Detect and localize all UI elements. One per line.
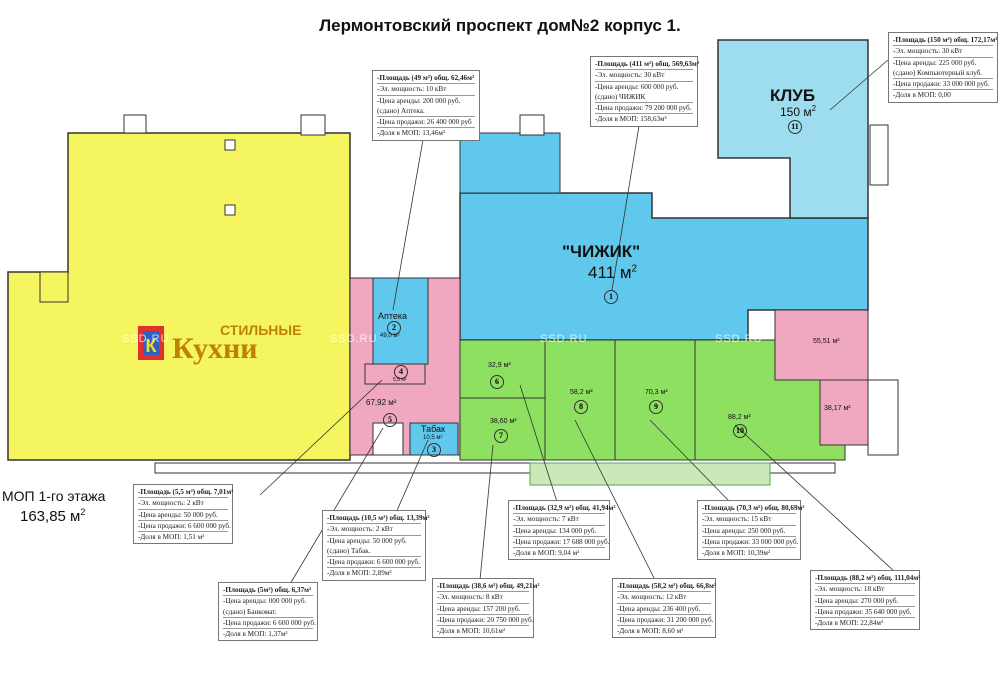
pink-area: 55,51 м² xyxy=(813,338,840,345)
watermark: SSD.RU xyxy=(715,333,763,345)
room-number-7: 7 xyxy=(494,429,508,443)
tabak-name: Табак xyxy=(421,424,445,434)
info-card-room-2: -Площадь (49 м²) общ. 62,46м² -Эл. мощно… xyxy=(372,70,480,141)
room-number-8: 8 xyxy=(574,400,588,414)
stair-chizhik xyxy=(519,114,545,136)
room-chizhik-top xyxy=(459,132,561,194)
kitchen-brand-icon: К xyxy=(138,326,164,360)
room-pink-55 xyxy=(774,309,869,381)
club-area: 150 м2 xyxy=(780,104,817,119)
side-room xyxy=(39,271,69,303)
room-number-3: 3 xyxy=(427,443,441,457)
room-number-6: 6 xyxy=(490,375,504,389)
watermark: SSD.RU xyxy=(540,333,588,345)
info-card-room-5: -Площадь (5м²) общ. 6,37м² -Цена аренды:… xyxy=(218,582,318,642)
logo-bottom-text: Кухни xyxy=(172,332,258,365)
room-number-10: 10 xyxy=(733,424,747,438)
info-card-room-8: -Площадь (58,2 м²) общ. 66,8м² -Эл. мощн… xyxy=(612,578,716,639)
watermark: SSD.RU xyxy=(330,333,378,345)
room-number-9: 9 xyxy=(649,400,663,414)
room-number-11: 11 xyxy=(788,120,802,134)
info-card-room-1: -Площадь (411 м²) общ. 569,63м² -Эл. мощ… xyxy=(590,56,699,127)
tabak-area: 10,5 м² xyxy=(423,435,443,441)
info-card-room-3: -Площадь (10,5 м²) общ. 13,39м² -Эл. мощ… xyxy=(322,510,430,581)
page-title: Лермонтовский проспект дом№2 корпус 1. xyxy=(319,16,681,35)
facade-strip xyxy=(154,462,836,474)
room-8-area: 58,2 м² xyxy=(570,389,593,396)
room-number-1: 1 xyxy=(604,290,618,304)
stair-club xyxy=(869,124,889,186)
room-7-area: 38,60 м² xyxy=(490,418,517,425)
hall-area: 67,92 м² xyxy=(366,398,397,407)
room-pink-38 xyxy=(819,379,869,446)
apteka-area: 49,0 м² xyxy=(380,333,400,339)
stair-right xyxy=(867,379,899,456)
planter-strip xyxy=(529,462,771,486)
logo-top-text: СТИЛЬНЫЕ xyxy=(220,322,302,338)
room-number-5: 5 xyxy=(383,413,397,427)
room-number-2: 2 xyxy=(387,321,401,335)
room-6 xyxy=(459,339,546,399)
brand-logo: К xyxy=(136,322,336,371)
info-card-room-10: -Площадь (88,2 м²) общ. 111,04м² -Эл. мо… xyxy=(810,570,920,631)
stair-top-left xyxy=(123,114,147,134)
info-card-room-7: -Площадь (38,6 м²) общ. 49,21м² -Эл. мощ… xyxy=(432,578,540,639)
room-9-area: 70,3 м² xyxy=(645,389,668,396)
room-number-4: 4 xyxy=(394,365,408,379)
room-apteka xyxy=(372,277,429,365)
room-5 xyxy=(372,422,404,456)
svg-text:К: К xyxy=(146,336,158,356)
chizhik-area: 411 м2 xyxy=(588,263,638,282)
mop-area: 163,85 м2 xyxy=(20,507,86,525)
leader-lines xyxy=(259,59,896,585)
room-6-area: 32,9 м² xyxy=(488,362,511,369)
room-38-area: 38,17 м² xyxy=(824,405,851,412)
room-10-area: 88,2 м² xyxy=(728,414,751,421)
chizhik-name: "ЧИЖИК" xyxy=(562,242,641,261)
watermark: SSD.RU xyxy=(122,333,170,345)
pillar xyxy=(224,139,236,151)
apteka-name: Аптека xyxy=(378,311,408,321)
club-name: КЛУБ xyxy=(770,86,816,105)
stair-top-mid xyxy=(300,114,326,136)
mop-title: МОП 1-го этажа xyxy=(2,488,106,504)
info-card-room-6: -Площадь (32,9 м²) общ. 41,94м² -Эл. мощ… xyxy=(508,500,616,561)
pillar xyxy=(224,204,236,216)
info-card-room-9: -Площадь (70,3 м²) общ. 80,69м² -Эл. мощ… xyxy=(697,500,805,561)
info-card-room-11: -Площадь (150 м²) общ. 172,17м² -Эл. мощ… xyxy=(888,32,998,103)
room-4-area: 5,5 м² xyxy=(393,377,407,383)
info-card-room-4: -Площадь (5,5 м²) общ. 7,01м² -Эл. мощно… xyxy=(133,484,233,545)
